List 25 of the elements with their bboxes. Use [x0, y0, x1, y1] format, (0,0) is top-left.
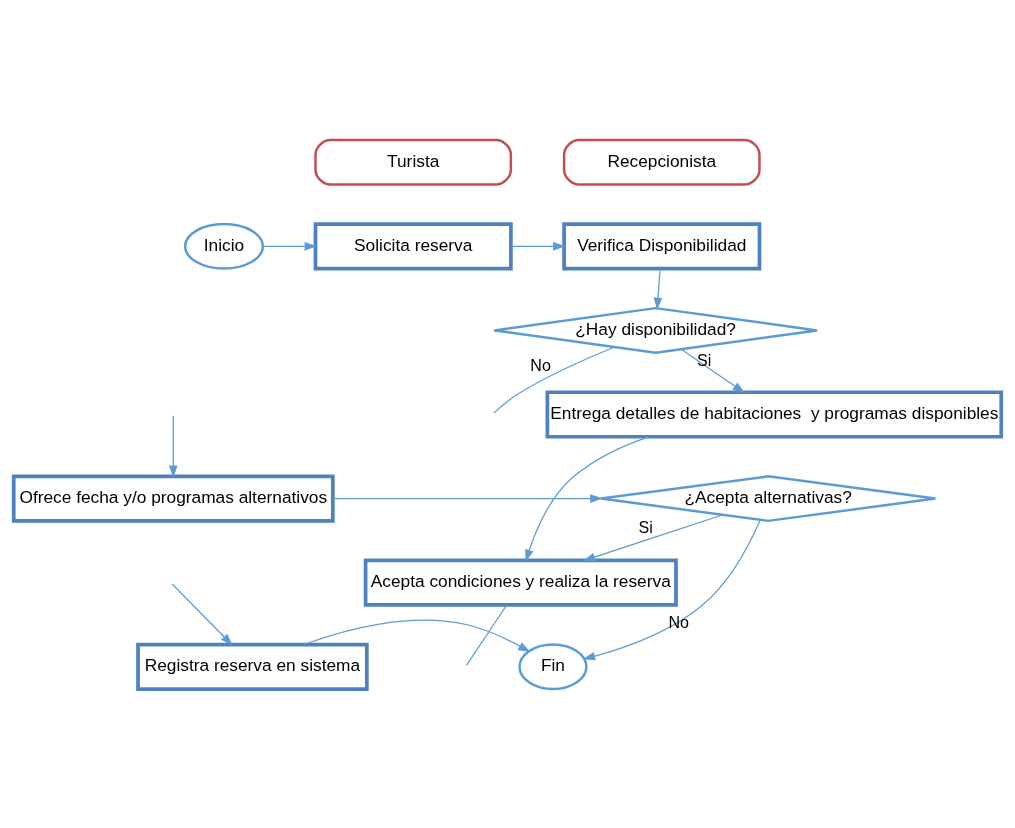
- arrow: [525, 435, 650, 562]
- arrow: [510, 241, 566, 251]
- arrow: [332, 493, 603, 503]
- arrow: [680, 348, 746, 393]
- connector: [493, 346, 615, 414]
- node-box: Solicita reserva: [313, 221, 513, 270]
- node-box: Recepcionista: [562, 138, 761, 186]
- node-diamond: ¿Acepta alternativas?: [599, 474, 937, 522]
- node-diamond: ¿Hay disponibilidad?: [492, 306, 819, 354]
- node-box: Verifica Disponibilidad: [562, 221, 762, 270]
- connector: [465, 604, 508, 666]
- node-box: Entrega detalles de habitaciones y programas disponibles: [545, 389, 1004, 439]
- node-box: Acepta condiciones y realiza la reserva: [363, 558, 678, 607]
- arrow: [262, 241, 317, 251]
- node-box: Ofrece fecha y/o programas alternativos: [11, 474, 335, 523]
- node-box: Turista: [314, 138, 513, 186]
- arrow: [303, 619, 531, 652]
- node-box: Registra reserva en sistema: [136, 642, 369, 691]
- arrow: [582, 518, 761, 660]
- node-ellipse: Inicio: [183, 222, 265, 270]
- arrow: [582, 513, 723, 561]
- arrow: [168, 414, 178, 478]
- edge-label: No: [530, 355, 551, 374]
- arrow: [171, 582, 233, 646]
- arrow: [653, 267, 663, 310]
